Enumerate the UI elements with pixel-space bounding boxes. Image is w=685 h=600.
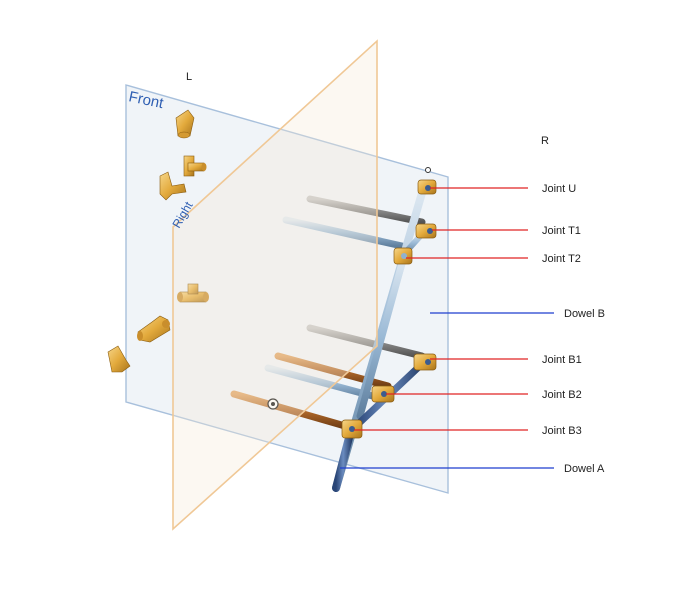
joint-u <box>417 167 437 195</box>
label-joint-t2: Joint T2 <box>542 253 581 265</box>
joint-t2 <box>393 247 413 265</box>
dowel-mid-gray <box>306 324 426 360</box>
joint-b2 <box>371 385 395 403</box>
left-side-label: L <box>186 71 192 83</box>
right-side-label: R <box>541 135 549 147</box>
label-joint-t1: Joint T1 <box>542 225 581 237</box>
joint-b1 <box>413 353 437 371</box>
dowel-top-light <box>282 216 406 250</box>
joint-b3 <box>341 419 363 439</box>
label-dowel-a: Dowel A <box>564 463 605 475</box>
tee-joint-part <box>183 155 207 177</box>
label-dowel-b: Dowel B <box>564 308 605 320</box>
four-way-joint-part <box>177 283 209 303</box>
joint-t1 <box>415 223 437 239</box>
five-way-joint-part <box>137 315 171 343</box>
elbow-joint-part <box>175 109 195 139</box>
dowel-top-gray <box>306 195 426 226</box>
target-icon <box>267 398 279 410</box>
label-joint-b1: Joint B1 <box>542 354 582 366</box>
dowel-low-brown <box>230 390 356 432</box>
right-plane <box>172 39 378 531</box>
label-joint-u: Joint U <box>542 183 576 195</box>
angled-joint-part <box>107 345 131 373</box>
dowel-diagonal-inner <box>356 252 408 420</box>
label-joint-b2: Joint B2 <box>542 389 582 401</box>
cross-joint-part <box>159 171 187 201</box>
label-joint-b3: Joint B3 <box>542 425 582 437</box>
